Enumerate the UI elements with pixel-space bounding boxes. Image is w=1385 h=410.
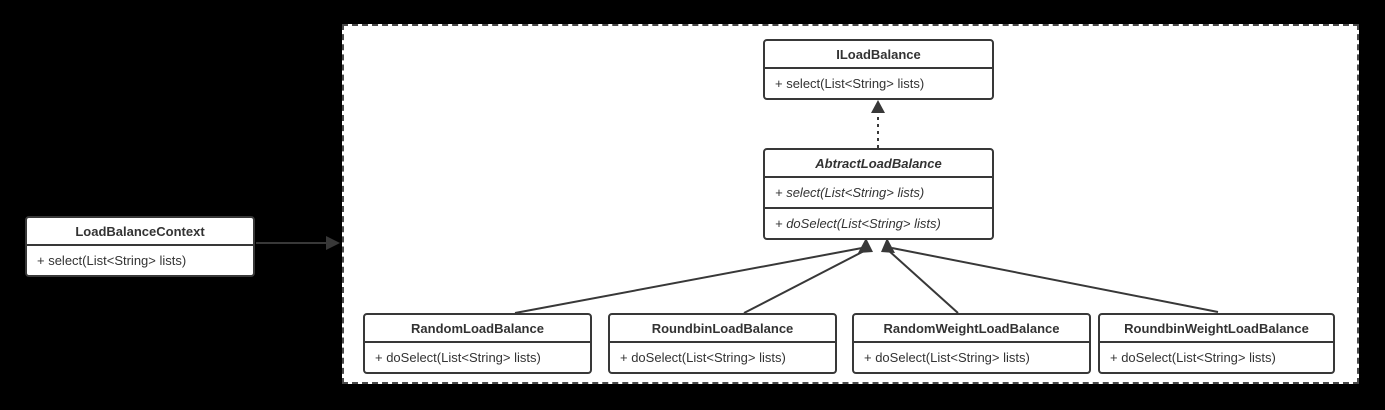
- class-method: + doSelect(List<String> lists): [365, 341, 590, 372]
- class-title: LoadBalanceContext: [75, 223, 205, 239]
- class-title: AbtractLoadBalance: [815, 155, 942, 171]
- class-title: RoundbinLoadBalance: [651, 320, 794, 336]
- class-box-loadbalancecontext[interactable]: LoadBalanceContext + select(List<String>…: [25, 216, 255, 277]
- class-method: + select(List<String> lists): [765, 176, 992, 207]
- class-method: + doSelect(List<String> lists): [765, 207, 992, 238]
- class-title: RoundbinWeightLoadBalance: [1124, 320, 1309, 336]
- class-title: RandomLoadBalance: [411, 320, 544, 336]
- class-box-roundbinloadbalance[interactable]: RoundbinLoadBalance + doSelect(List<Stri…: [608, 313, 837, 374]
- class-box-iloadbalance[interactable]: ILoadBalance + select(List<String> lists…: [763, 39, 994, 100]
- class-box-abtractloadbalance[interactable]: AbtractLoadBalance + select(List<String>…: [763, 148, 994, 240]
- class-method: + select(List<String> lists): [27, 244, 253, 275]
- class-title: RandomWeightLoadBalance: [883, 320, 1060, 336]
- class-box-randomweightloadbalance[interactable]: RandomWeightLoadBalance + doSelect(List<…: [852, 313, 1091, 374]
- association-arrow-context-to-canvas: [256, 236, 340, 250]
- class-box-roundbinweightloadbalance[interactable]: RoundbinWeightLoadBalance + doSelect(Lis…: [1098, 313, 1335, 374]
- class-method: + select(List<String> lists): [765, 67, 992, 98]
- class-box-randomloadbalance[interactable]: RandomLoadBalance + doSelect(List<String…: [363, 313, 592, 374]
- class-method: + doSelect(List<String> lists): [1100, 341, 1333, 372]
- class-method: + doSelect(List<String> lists): [854, 341, 1089, 372]
- class-method: + doSelect(List<String> lists): [610, 341, 835, 372]
- class-title: ILoadBalance: [836, 46, 921, 62]
